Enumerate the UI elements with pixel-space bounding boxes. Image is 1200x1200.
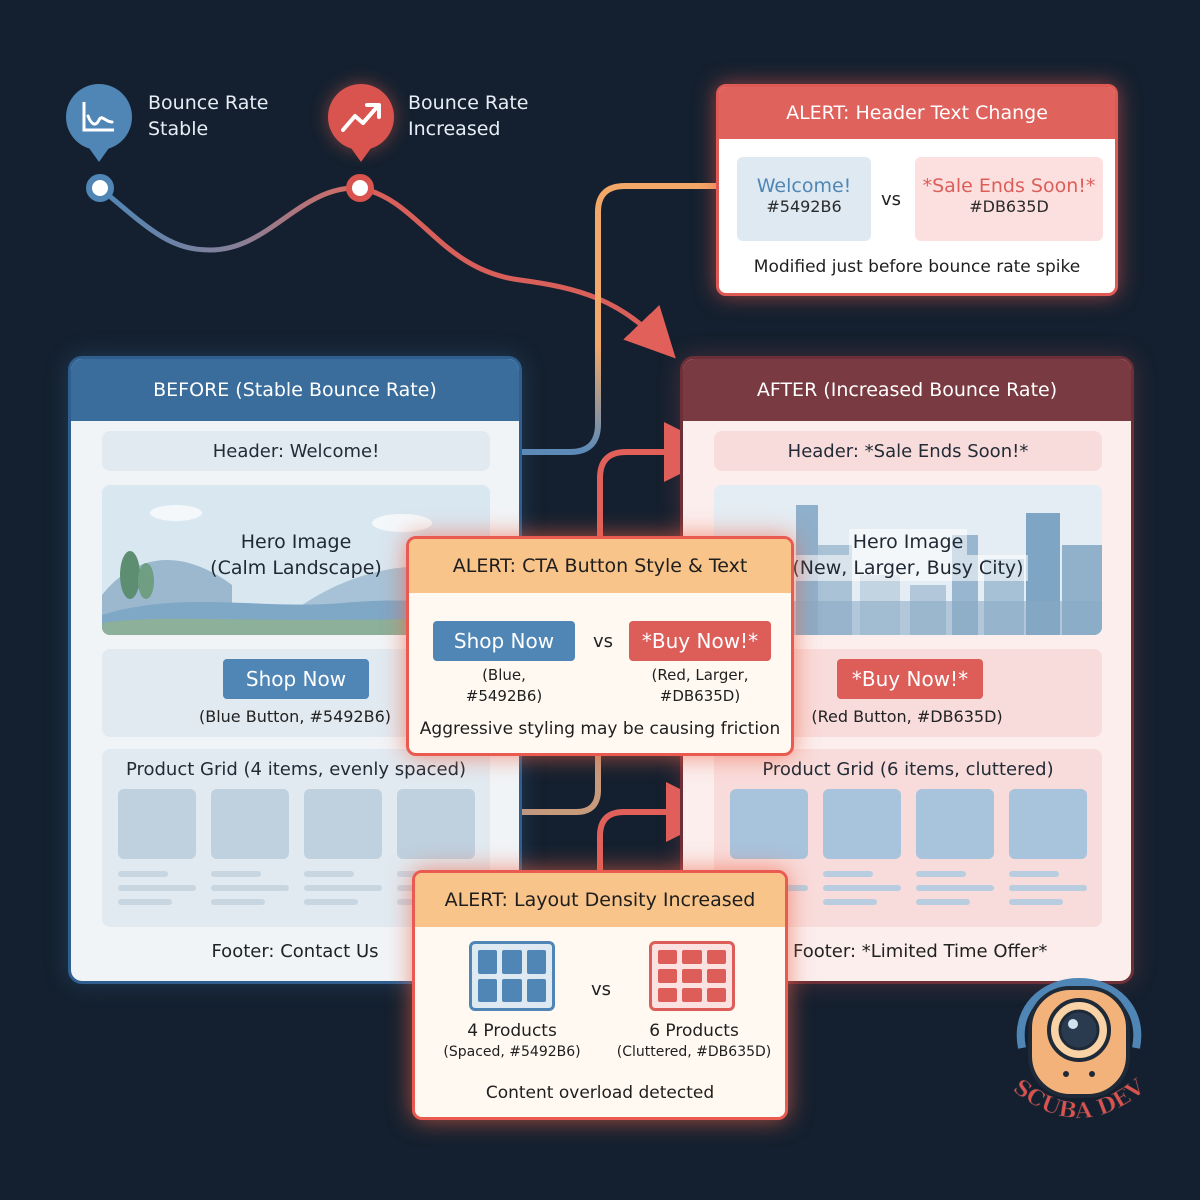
before-product-tile-3	[304, 789, 382, 859]
header-arrow	[597, 422, 724, 536]
grid-link	[478, 756, 601, 815]
after-product-tile-4	[1009, 789, 1087, 859]
timeline-curve	[97, 185, 363, 253]
alert-header-text-change: ALERT: Header Text Change Welcome! #5492…	[716, 84, 1118, 296]
trend-up-icon	[341, 103, 381, 132]
before-panel-title: BEFORE (Stable Bounce Rate)	[71, 359, 519, 421]
alert-header-title: ALERT: Header Text Change	[719, 87, 1115, 139]
alert-cta-button: ALERT: CTA Button Style & Text Shop Now …	[406, 536, 794, 756]
grid-arrow	[597, 782, 726, 870]
layout-alert-note: Content overload detected	[485, 1083, 715, 1103]
alert-cta-title: ALERT: CTA Button Style & Text	[409, 539, 791, 593]
layout-vs: vs	[591, 979, 612, 1000]
legend-stable-label: Bounce Rate Stable	[148, 92, 269, 140]
cta-vs: vs	[593, 631, 614, 652]
cta-alert-note: Aggressive styling may be causing fricti…	[419, 719, 781, 739]
spaced-grid-icon	[469, 941, 555, 1011]
before-cta-caption: (Blue Button, #5492B6)	[198, 707, 392, 726]
before-header-row: Header: Welcome!	[102, 431, 490, 471]
old-header-swatch: Welcome! #5492B6	[737, 157, 871, 241]
after-product-tile-2	[823, 789, 901, 859]
cta-old-details: (Blue, #5492B6)	[465, 666, 543, 705]
before-header-text: Header: Welcome!	[212, 440, 380, 462]
before-product-tile-1	[118, 789, 196, 859]
legend-increased-label: Bounce Rate Increased	[408, 92, 529, 140]
after-grid-caption: Product Grid (6 items, cluttered)	[762, 759, 1054, 780]
scuba-dev-logo: SCUBA DEV	[1008, 978, 1151, 1125]
before-grid-caption: Product Grid (4 items, evenly spaced)	[125, 759, 467, 780]
cta-new-details: (Red, Larger, #DB635D)	[651, 666, 749, 705]
header-vs: vs	[881, 189, 902, 210]
new-header-swatch: *Sale Ends Soon!* #DB635D	[915, 157, 1103, 241]
cluttered-grid-icon	[649, 941, 735, 1011]
before-shop-now-button[interactable]: Shop Now	[223, 659, 369, 699]
before-product-tile-2	[211, 789, 289, 859]
before-product-tile-4	[397, 789, 475, 859]
cta-old-button-sample: Shop Now	[433, 621, 575, 661]
alert-layout-density: ALERT: Layout Density Increased vs 4 Pro…	[412, 870, 788, 1120]
after-product-tile-3	[916, 789, 994, 859]
bounce-stable-marker	[66, 84, 132, 150]
cluttered-grid-label: 6 Products (Cluttered, #DB635D)	[616, 1021, 772, 1060]
alert-layout-title: ALERT: Layout Density Increased	[415, 873, 785, 927]
after-header-text: Header: *Sale Ends Soon!*	[787, 440, 1029, 462]
header-alert-note: Modified just before bounce rate spike	[753, 257, 1081, 277]
before-footer: Footer: Contact Us	[211, 941, 379, 962]
after-hero-caption: Hero Image (New, Larger, Busy City)	[714, 529, 1102, 581]
after-panel-title: AFTER (Increased Bounce Rate)	[683, 359, 1131, 421]
after-cta-caption: (Red Button, #DB635D)	[811, 707, 1003, 726]
bounce-increased-marker	[328, 84, 394, 150]
after-buy-now-button[interactable]: *Buy Now!*	[837, 659, 983, 699]
spaced-grid-label: 4 Products (Spaced, #5492B6)	[443, 1021, 581, 1060]
spike-arrow	[359, 185, 676, 359]
before-hero-caption: Hero Image (Calm Landscape)	[210, 531, 382, 579]
cta-new-button-sample: *Buy Now!*	[629, 621, 771, 661]
header-link	[490, 183, 716, 455]
after-product-tile-1	[730, 789, 808, 859]
trend-flat-icon	[82, 102, 114, 132]
after-footer: Footer: *Limited Time Offer*	[793, 941, 1048, 962]
after-header-row: Header: *Sale Ends Soon!*	[714, 431, 1102, 471]
